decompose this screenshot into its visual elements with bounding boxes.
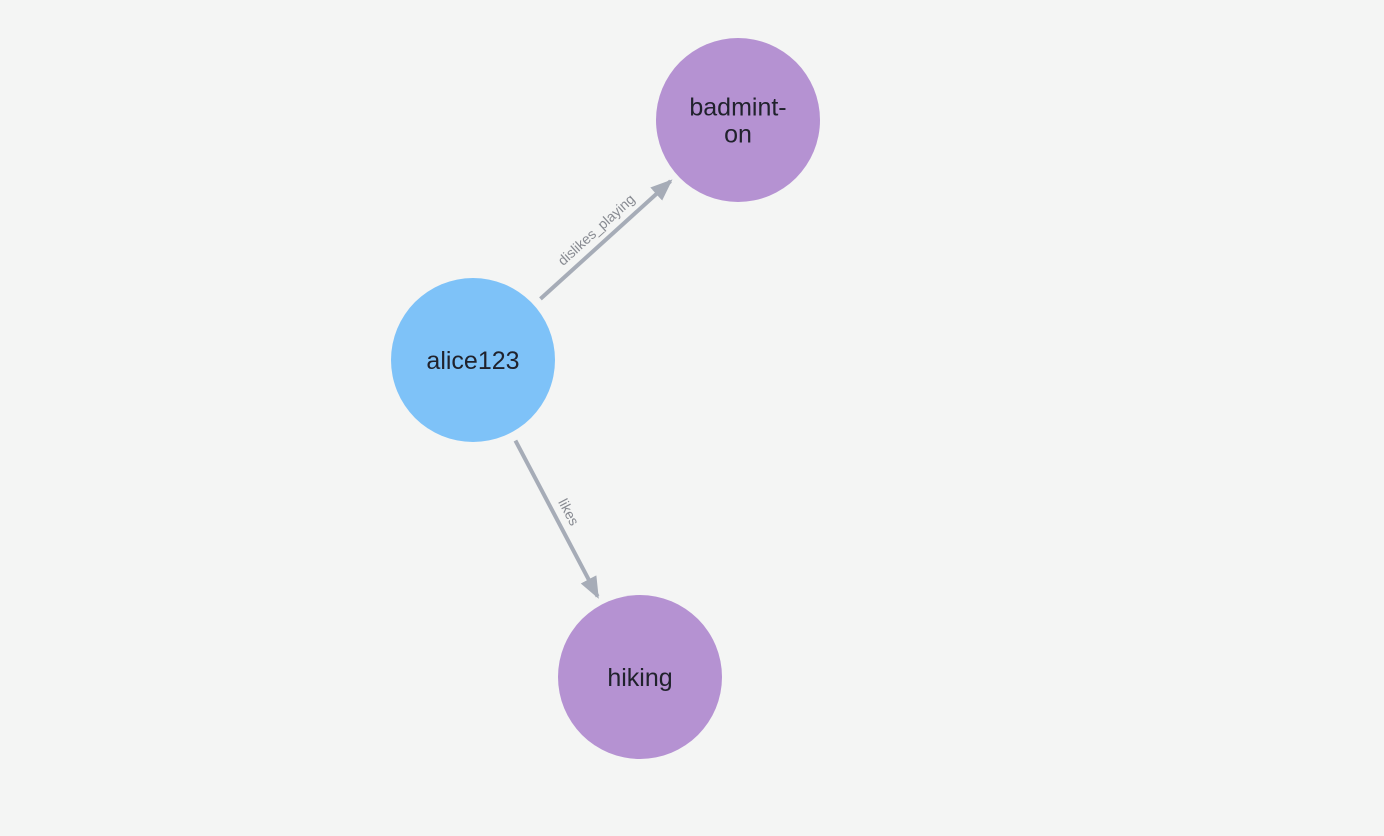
edge-dislikes-playing[interactable] (539, 179, 673, 301)
edge-label: dislikes_playing (554, 191, 637, 269)
node-circle[interactable] (558, 595, 722, 759)
node-circle[interactable] (391, 278, 555, 442)
graph-node-alice123[interactable]: alice123 (391, 278, 555, 442)
node-label-line: hiking (607, 664, 672, 692)
graph-node-badminton[interactable]: badmint-on (656, 38, 820, 202)
node-circle[interactable] (656, 38, 820, 202)
node-label-line: badmint- (689, 94, 786, 122)
node-label-line: alice123 (426, 347, 519, 375)
graph-node-hiking[interactable]: hiking (558, 595, 722, 759)
node-label-line: on (724, 121, 752, 149)
edge-likes[interactable] (513, 439, 600, 599)
